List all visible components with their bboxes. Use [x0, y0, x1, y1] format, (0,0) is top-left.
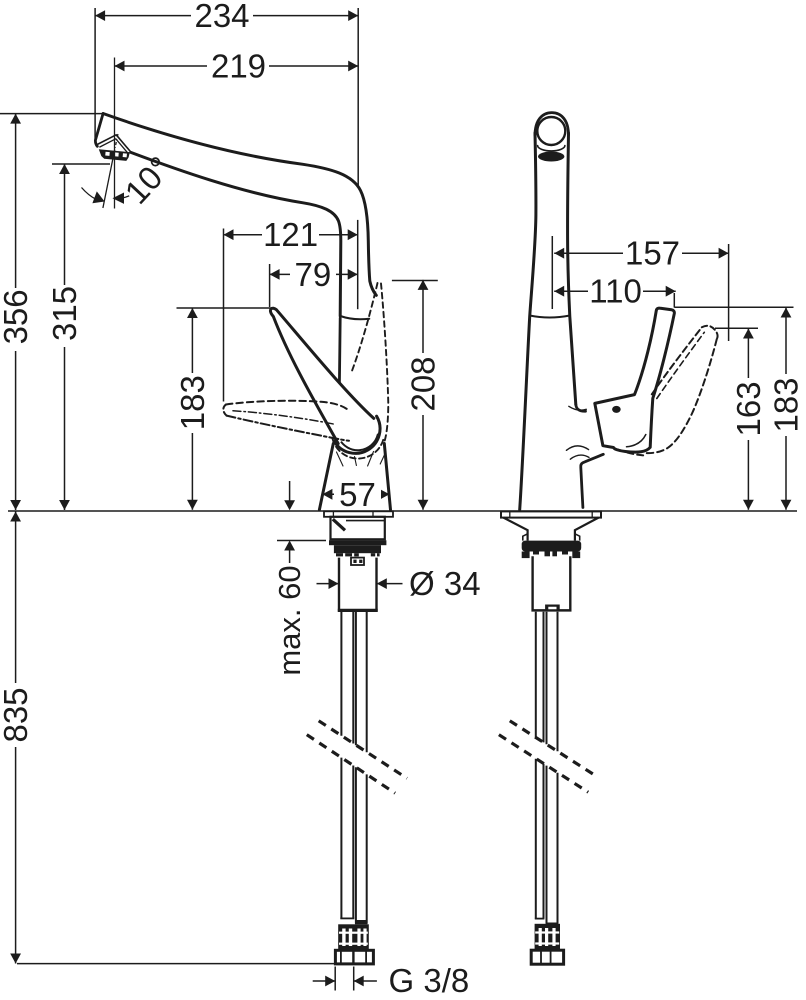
svg-text:208: 208: [405, 356, 442, 411]
svg-text:max. 60: max. 60: [272, 565, 307, 675]
svg-text:356: 356: [0, 289, 34, 344]
svg-text:219: 219: [211, 48, 266, 85]
svg-text:234: 234: [194, 0, 249, 34]
svg-text:183: 183: [174, 375, 211, 430]
svg-text:835: 835: [0, 687, 34, 742]
svg-text:157: 157: [625, 235, 680, 272]
svg-text:57: 57: [339, 476, 376, 513]
svg-text:110: 110: [589, 273, 642, 310]
svg-text:G 3/8: G 3/8: [389, 962, 470, 999]
svg-text:315: 315: [46, 286, 83, 341]
svg-text:183: 183: [768, 377, 805, 432]
svg-text:163: 163: [730, 381, 767, 436]
svg-text:Ø 34: Ø 34: [409, 565, 481, 602]
svg-text:121: 121: [263, 216, 318, 253]
svg-text:79: 79: [295, 256, 332, 293]
